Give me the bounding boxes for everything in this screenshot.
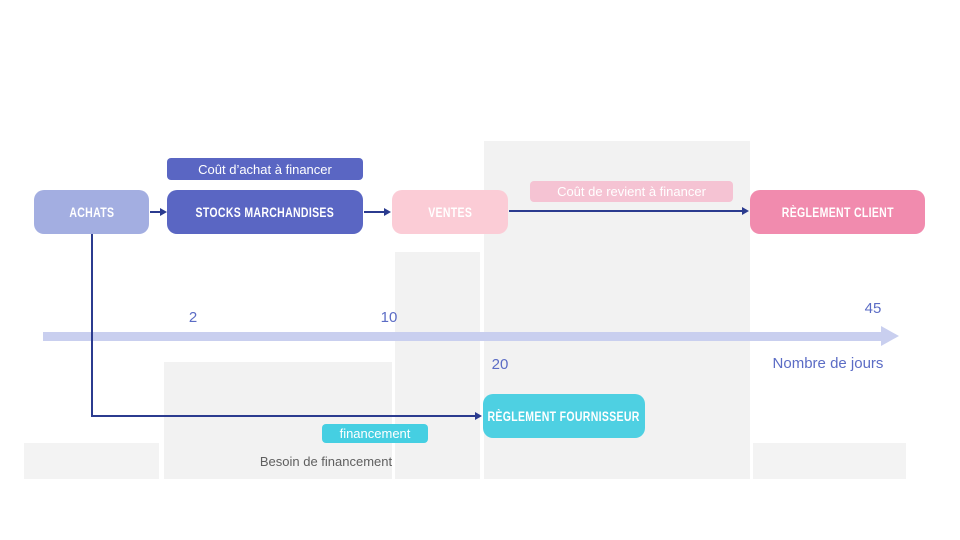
flow-box-ventes: VENTES — [392, 190, 508, 234]
flow-box-label: RÈGLEMENT CLIENT — [781, 204, 894, 220]
timeline-arrowhead-icon — [881, 326, 899, 346]
arrow-achats-to-fournisseur-vertical — [91, 234, 93, 416]
arrowhead-icon — [475, 412, 482, 420]
background-panel-column-ventes — [395, 252, 480, 479]
background-panel-besoin — [164, 362, 392, 479]
arrowhead-icon — [160, 208, 167, 216]
background-panel-bottom-right — [753, 443, 906, 479]
badge-label: Coût d’achat à financer — [198, 161, 332, 177]
arrow-achats-to-fournisseur-horizontal — [91, 415, 476, 417]
flow-box-label: VENTES — [427, 204, 472, 220]
flow-box-label: STOCKS MARCHANDISES — [195, 204, 335, 220]
arrowhead-icon — [742, 207, 749, 215]
flow-box-label: ACHATS — [69, 204, 114, 220]
badge-cout-achat-a-financer: Coût d’achat à financer — [167, 158, 363, 180]
badge-cout-de-revient-a-financer: Coût de revient à financer — [530, 181, 733, 202]
flow-box-stocks-marchandises: STOCKS MARCHANDISES — [167, 190, 363, 234]
arrow-ventes-to-reglement-client — [509, 210, 743, 212]
timeline-axis — [43, 332, 882, 341]
axis-label: Nombre de jours — [772, 355, 884, 372]
flow-box-reglement-client: RÈGLEMENT CLIENT — [750, 190, 925, 234]
besoin-caption: Besoin de financement — [259, 454, 393, 469]
timeline-tick-45: 45 — [864, 300, 882, 317]
timeline-tick-20: 20 — [491, 356, 509, 373]
badge-label: financement — [339, 426, 411, 441]
timeline-tick-2: 2 — [188, 309, 198, 326]
badge-label: Coût de revient à financer — [557, 184, 706, 199]
arrow-achats-to-stocks — [150, 211, 161, 213]
arrowhead-icon — [384, 208, 391, 216]
arrow-stocks-to-ventes — [364, 211, 385, 213]
flow-box-reglement-fournisseur: RÈGLEMENT FOURNISSEUR — [483, 394, 645, 438]
background-panel-bottom-left — [24, 443, 159, 479]
flow-box-achats: ACHATS — [34, 190, 149, 234]
badge-financement: financement — [322, 424, 428, 443]
timeline-tick-10: 10 — [380, 309, 398, 326]
flow-box-label: RÈGLEMENT FOURNISSEUR — [487, 408, 641, 424]
